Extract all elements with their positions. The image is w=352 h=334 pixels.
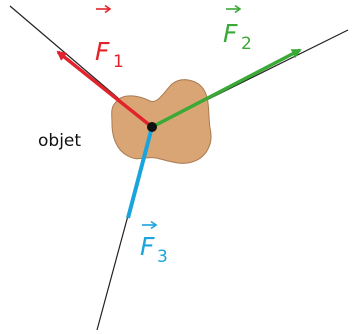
vector-arrowhead-icon — [150, 220, 158, 230]
svg-text:F: F — [140, 232, 155, 261]
application-point — [147, 122, 157, 132]
svg-text:F: F — [223, 19, 238, 48]
svg-text:2: 2 — [241, 34, 252, 54]
force-label-2: F 2 — [223, 4, 252, 54]
vector-arrowhead-icon — [234, 4, 242, 14]
force-label-1: F 1 — [95, 4, 124, 72]
svg-text:1: 1 — [113, 52, 124, 72]
force-label-3: F 3 — [140, 220, 168, 267]
svg-text:F: F — [95, 37, 110, 66]
force-vector-1 — [56, 50, 154, 129]
vector-arrowhead-icon — [104, 4, 112, 14]
svg-text:3: 3 — [157, 247, 168, 267]
force-vector-2 — [151, 48, 302, 129]
object-label: objet — [38, 131, 81, 151]
force-vector-3 — [126, 126, 154, 219]
